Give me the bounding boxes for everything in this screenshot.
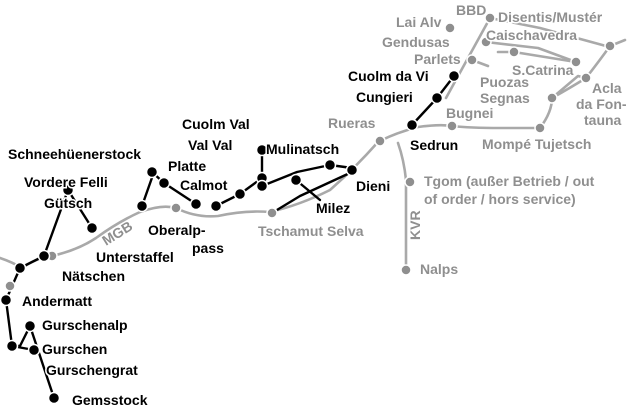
kvr-line-label: KVR [407,210,423,240]
lift-dot-dieni [345,163,359,177]
station-dot-gendusas [480,36,492,48]
station-dot-mompe [534,122,546,134]
label-caischavedra: Caischavedra [486,27,577,43]
label-andermatt: Andermatt [22,293,92,309]
station-dot-disentis [604,40,616,52]
station-dot-rueras [374,135,386,147]
lift-dot-val-val [233,187,247,201]
lift-dot-gurschen-b [27,343,41,357]
label-guetsch: Gütsch [44,195,92,211]
label-dieni: Dieni [356,178,390,194]
label-unterstaffel: Unterstaffel [96,249,174,265]
lift-calmot-cuolm-val [214,148,264,208]
label-s-catrina: S.Catrina [512,62,574,78]
station-dot-parlets [466,54,478,66]
lift-dot-mulinatsch [323,158,337,172]
label-oberalppass-1: Oberalp- [148,222,206,238]
lift-dot-gurschenalp [23,319,37,333]
mgb-line-label: MGB [99,218,135,249]
station-dot-tgom [404,176,416,188]
station-dot-puozas [580,72,592,84]
label-nalps: Nalps [420,261,458,277]
lift-dot-guetsch-a [61,183,75,197]
lift-dot-gemsstock [47,391,61,405]
lift-dot-calmot [209,199,223,213]
label-disentis: Disentis/Mustér [498,9,603,25]
label-bbd: BBD [456,2,486,18]
station-dot-nalps [400,264,412,276]
label-cuolm-val: Cuolm Val [182,116,250,132]
lift-dot-schneehuenerstock [145,165,159,179]
lift-dot-calmot-2 [189,197,203,211]
mgb-main-line [0,38,627,270]
label-parlets: Parlets [414,51,461,67]
station-dot-lai-alv [444,22,456,34]
label-acla-1: Acla [592,80,622,96]
label-gemsstock: Gemsstock [72,392,148,408]
label-acla-2: da Fon- [576,96,627,112]
label-cungieri: Cungieri [356,89,413,105]
label-vordere-felli: Vordere Felli [24,174,108,190]
label-sedrun: Sedrun [410,137,458,153]
lift-dot-andermatt [0,293,13,307]
lift-dot-gurschen-a [5,339,19,353]
label-val-val: Val Val [188,137,232,153]
lift-dot-sedrun [405,118,419,132]
station-dot-segnas [546,92,558,104]
label-mompe: Mompé Tujetsch [482,136,591,152]
station-dot-andermatt-rail [4,280,16,292]
lift-mulinatsch [260,163,354,188]
kvr-branch-line [396,141,408,272]
label-oberalppass-2: pass [192,240,224,256]
label-gurschen: Gurschen [42,341,107,357]
branch-gendusas [484,40,578,64]
label-segnas: Segnas [480,90,530,106]
station-dot-bugnei [446,120,458,132]
label-puozas: Puozas [480,74,529,90]
lift-dot-cuolm-da-vi [447,69,461,83]
lift-dot-mulinatsch-b [255,179,269,193]
label-acla-3: tauna [584,112,622,128]
label-tschamut: Tschamut Selva [258,223,364,239]
label-gurschengrat: Gurschengrat [46,362,138,378]
lift-dot-unterstaffel [37,249,51,263]
lift-stations [0,69,461,405]
label-mulinatsch: Mulinatsch [266,141,339,157]
lift-dot-milez-top [289,173,303,187]
label-tgom-1: Tgom (außer Betrieb / out [424,173,595,189]
label-gurschenalp: Gurschenalp [42,317,128,333]
station-dot-caischavedra [508,46,520,58]
station-dot-tschamut [266,207,278,219]
label-schneehuenerstock: Schneehüenerstock [8,146,141,162]
lift-dot-naetschen [13,261,27,275]
station-dot-bbd [484,12,496,24]
label-tgom-2: of order / hors service) [424,191,576,207]
lift-dot-cuolm-val [255,143,269,157]
label-cuolm-da-vi: Cuolm da Vi [348,68,429,84]
lift-oberalp-dieni [270,170,354,215]
label-bugnei: Bugnei [446,105,493,121]
label-calmot: Calmot [180,177,228,193]
lift-dot-platte [157,176,171,190]
label-naetschen: Nätschen [62,268,125,284]
label-lai-alv: Lai Alv [396,14,442,30]
lift-dot-cungieri [430,91,444,105]
label-platte: Platte [168,158,206,174]
railway-stations [4,12,616,292]
label-rueras: Rueras [328,115,376,131]
lift-dot-guetsch-b [85,221,99,235]
station-dot-oberalppass [170,202,182,214]
lift-dot-vordere-felli [135,199,149,213]
label-gendusas: Gendusas [382,34,450,50]
label-milez: Milez [316,200,350,216]
station-dot-s-catrina [570,56,582,68]
